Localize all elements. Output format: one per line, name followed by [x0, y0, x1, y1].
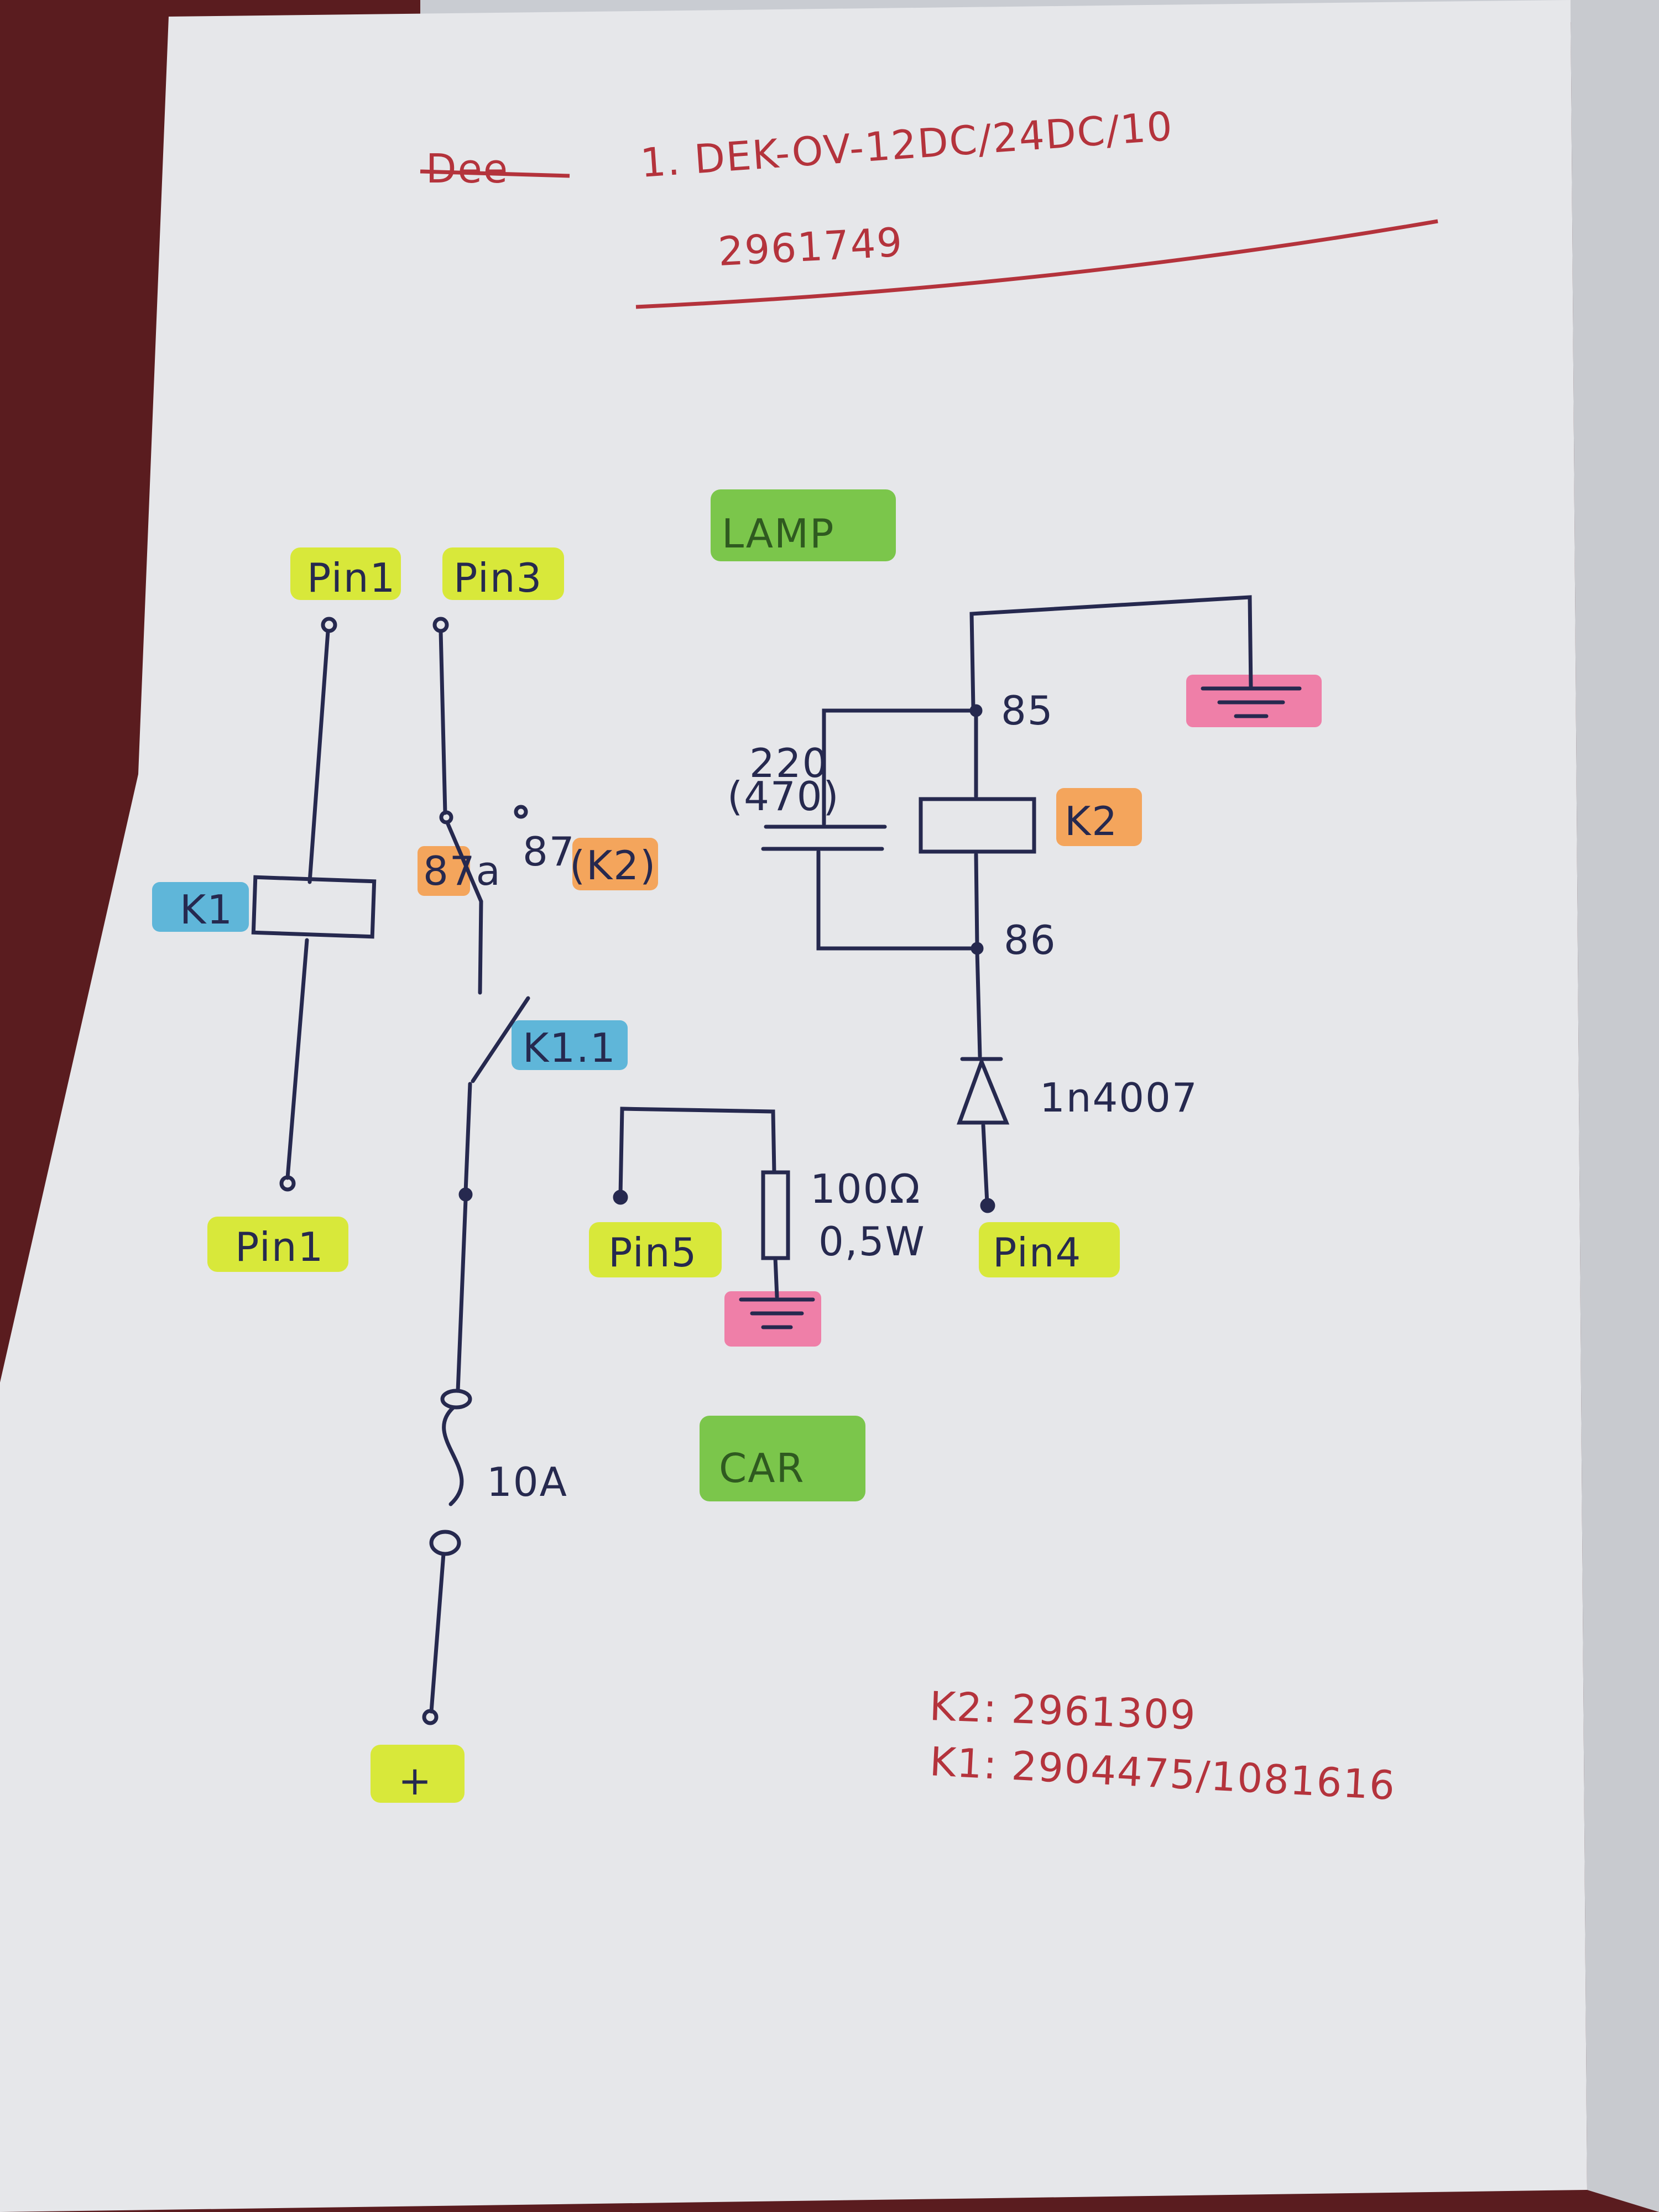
resistor-ground-wire [773, 1256, 779, 1299]
fuse [442, 1405, 464, 1506]
header-struck-text: Dee [426, 145, 509, 192]
diode-lower-wire [981, 1123, 989, 1205]
k2-coil [919, 797, 1036, 854]
k1-1-highlight [512, 1020, 628, 1070]
pin3-highlight [442, 547, 564, 600]
pin4-terminal [980, 1198, 995, 1213]
fuse-upper-eye [440, 1389, 472, 1410]
pin5-label: Pin5 [608, 1229, 697, 1276]
k1-1-label: K1.1 [523, 1025, 617, 1071]
plus-highlight [371, 1745, 465, 1803]
contact-87-label: 87 [523, 828, 576, 875]
contact-87-ref-label: (K2) [570, 842, 656, 889]
plus-label: + [398, 1757, 432, 1804]
parts-k2: K2: 2961309 [928, 1683, 1197, 1739]
car-label: CAR [719, 1445, 805, 1491]
lamp-highlight [711, 489, 896, 561]
cap-value-alt-label: (470) [727, 773, 840, 820]
diode-upper-wire [975, 949, 982, 1058]
k1-coil [251, 875, 377, 939]
terminal-85-label: 85 [1001, 687, 1054, 734]
pin3-wire [439, 629, 447, 815]
pin1-bottom-label: Pin1 [235, 1224, 324, 1270]
k1-1-lower-wire [463, 1082, 472, 1194]
pin5-highlight [589, 1222, 722, 1277]
car-highlight [700, 1416, 865, 1501]
ground-top-wire [969, 595, 1253, 710]
pin1-top-highlight [290, 547, 401, 600]
diode-triangle [957, 1056, 1010, 1125]
k2-contact-common [478, 899, 483, 995]
cap-top-wire [822, 708, 978, 826]
pin3-label: Pin3 [453, 555, 542, 601]
k2-label: K2 [1065, 798, 1118, 844]
k1-1-switch-blade [471, 996, 530, 1083]
paper-shadow-edge [1571, 0, 1659, 2212]
k1-label: K1 [180, 886, 233, 933]
circuit [251, 595, 1302, 1725]
resistor-power-label: 0,5W [818, 1218, 926, 1265]
k2-contact-blade [446, 822, 483, 904]
contact-87a-node [439, 810, 453, 825]
strike-line [420, 169, 570, 178]
k1-1-lower-node [458, 1187, 473, 1202]
labels: LAMP CAR Pin1 Pin3 Pin1 Pin5 Pin4 + K1 K… [180, 510, 1198, 1804]
header-line2: 2961749 [717, 219, 904, 275]
cap-value-label: 220 [749, 740, 828, 786]
k2-highlight [1056, 788, 1142, 846]
k1-lower-wire [285, 938, 309, 1180]
fuse-lower-wire [429, 1552, 446, 1714]
pin1-bottom-highlight [207, 1217, 348, 1272]
contact-87a-label: 87a [423, 848, 502, 894]
fuse-upper-wire [456, 1198, 468, 1393]
k2-bottom-wire [974, 852, 979, 948]
k1-upper-wire [307, 629, 330, 884]
paper-sheet [0, 0, 1587, 2212]
lamp-label: LAMP [722, 510, 835, 557]
pin4-highlight [979, 1222, 1120, 1277]
contact-87-terminal [514, 805, 528, 819]
pin1-top-label: Pin1 [307, 555, 396, 601]
header-underline [635, 219, 1438, 309]
pin5-wire [618, 1107, 776, 1197]
pin4-label: Pin4 [993, 1229, 1082, 1276]
pin1-bottom-terminal [279, 1175, 296, 1192]
fuse-label: 10A [487, 1459, 568, 1505]
terminal-86-label: 86 [1004, 917, 1057, 963]
ground-bottom-highlight [724, 1291, 821, 1347]
resistor-label: 100Ω [810, 1166, 921, 1212]
plus-terminal [422, 1709, 439, 1725]
contact-87a-highlight [418, 846, 470, 896]
diode-label: 1n4007 [1040, 1074, 1198, 1121]
k2-ref-highlight [572, 838, 658, 890]
k1-highlight [152, 882, 249, 932]
cap-bottom-wire [816, 849, 979, 951]
